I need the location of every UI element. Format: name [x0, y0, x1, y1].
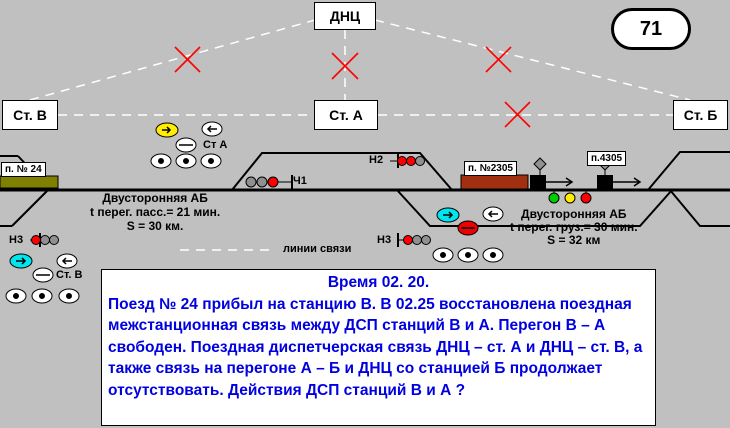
station-a-label: Ст. А: [329, 107, 363, 123]
broken-links: [174, 46, 531, 128]
a-lower-track: [396, 189, 673, 227]
ab-left-line2: t перег. пасс.= 21 мин.: [90, 205, 221, 219]
signal-ch1-label: Ч1: [293, 175, 307, 187]
station-v-label: Ст. В: [13, 107, 47, 123]
b-lower-track: [669, 189, 730, 227]
signal-n2-label: Н2: [369, 154, 384, 166]
number-badge: 71: [611, 8, 691, 50]
ab-right-line1: Двусторонняя АБ: [521, 207, 627, 221]
st-a-buttons: [150, 121, 223, 169]
signal-n3-right: [398, 235, 431, 245]
number-badge-text: 71: [639, 17, 663, 40]
station-b-label: Ст. Б: [683, 107, 718, 123]
diamond-2305: [533, 157, 547, 171]
station-a-box: Ст. А: [314, 100, 378, 130]
train-4305-tag: п.4305: [587, 151, 627, 166]
tracks: [0, 151, 730, 247]
train-4305-locomotive: [597, 175, 613, 189]
cross-a-b: [504, 101, 531, 128]
st-a-small-label: Ст А: [203, 139, 228, 151]
ab-left-line1: Двусторонняя АБ: [102, 191, 208, 205]
train-2305: [460, 174, 529, 190]
comm-line-dnc-b: [374, 19, 691, 101]
train-24-tag: п. № 24: [1, 162, 46, 177]
signal-n3-right-label: Н3: [377, 234, 392, 246]
a-upper-track: [231, 152, 453, 191]
signal-n3-left-label: Н3: [9, 234, 24, 246]
cross-dnc-v: [174, 46, 201, 73]
train-2305-locomotive: [530, 175, 546, 189]
ab-right-line3: S = 32 км: [547, 233, 601, 247]
signal-n3-left: [30, 235, 59, 245]
train-2305-tag: п. №2305: [464, 161, 517, 176]
cross-dnc-b: [485, 46, 512, 73]
station-b-box: Ст. Б: [673, 100, 728, 130]
ab-left-info: Двусторонняя АБ t перег. пасс.= 21 мин. …: [90, 191, 220, 233]
question-body: Поезд № 24 прибыл на станцию В. В 02.25 …: [108, 295, 643, 399]
comm-line-dnc-v: [29, 19, 316, 101]
station-v-box: Ст. В: [2, 100, 58, 130]
direction-arrows: [546, 177, 642, 187]
question-box: Время 02. 20. Поезд № 24 прибыл на станц…: [101, 269, 656, 426]
ab-right-line2: t перег. груз.= 30 мин.: [510, 220, 638, 234]
train-24: [0, 175, 59, 189]
signal-ch1: [245, 176, 292, 188]
comm-lines-legend: линии связи: [283, 243, 352, 255]
signal-b-route: [548, 189, 592, 204]
st-v-small-label: Ст. В: [56, 269, 83, 281]
cross-dnc-a: [331, 52, 359, 80]
dnc-box: ДНЦ: [314, 2, 376, 30]
dnc-label: ДНЦ: [329, 8, 361, 24]
ab-right-info: Двусторонняя АБ t перег. груз.= 30 мин. …: [510, 208, 638, 247]
st-b-buttons: [432, 206, 504, 263]
question-time: Время 02. 20.: [327, 274, 430, 291]
ab-left-line3: S = 30 км.: [126, 219, 184, 233]
st-v-buttons: [5, 253, 80, 304]
signal-n2: [390, 156, 425, 166]
b-upper-track: [647, 151, 730, 191]
